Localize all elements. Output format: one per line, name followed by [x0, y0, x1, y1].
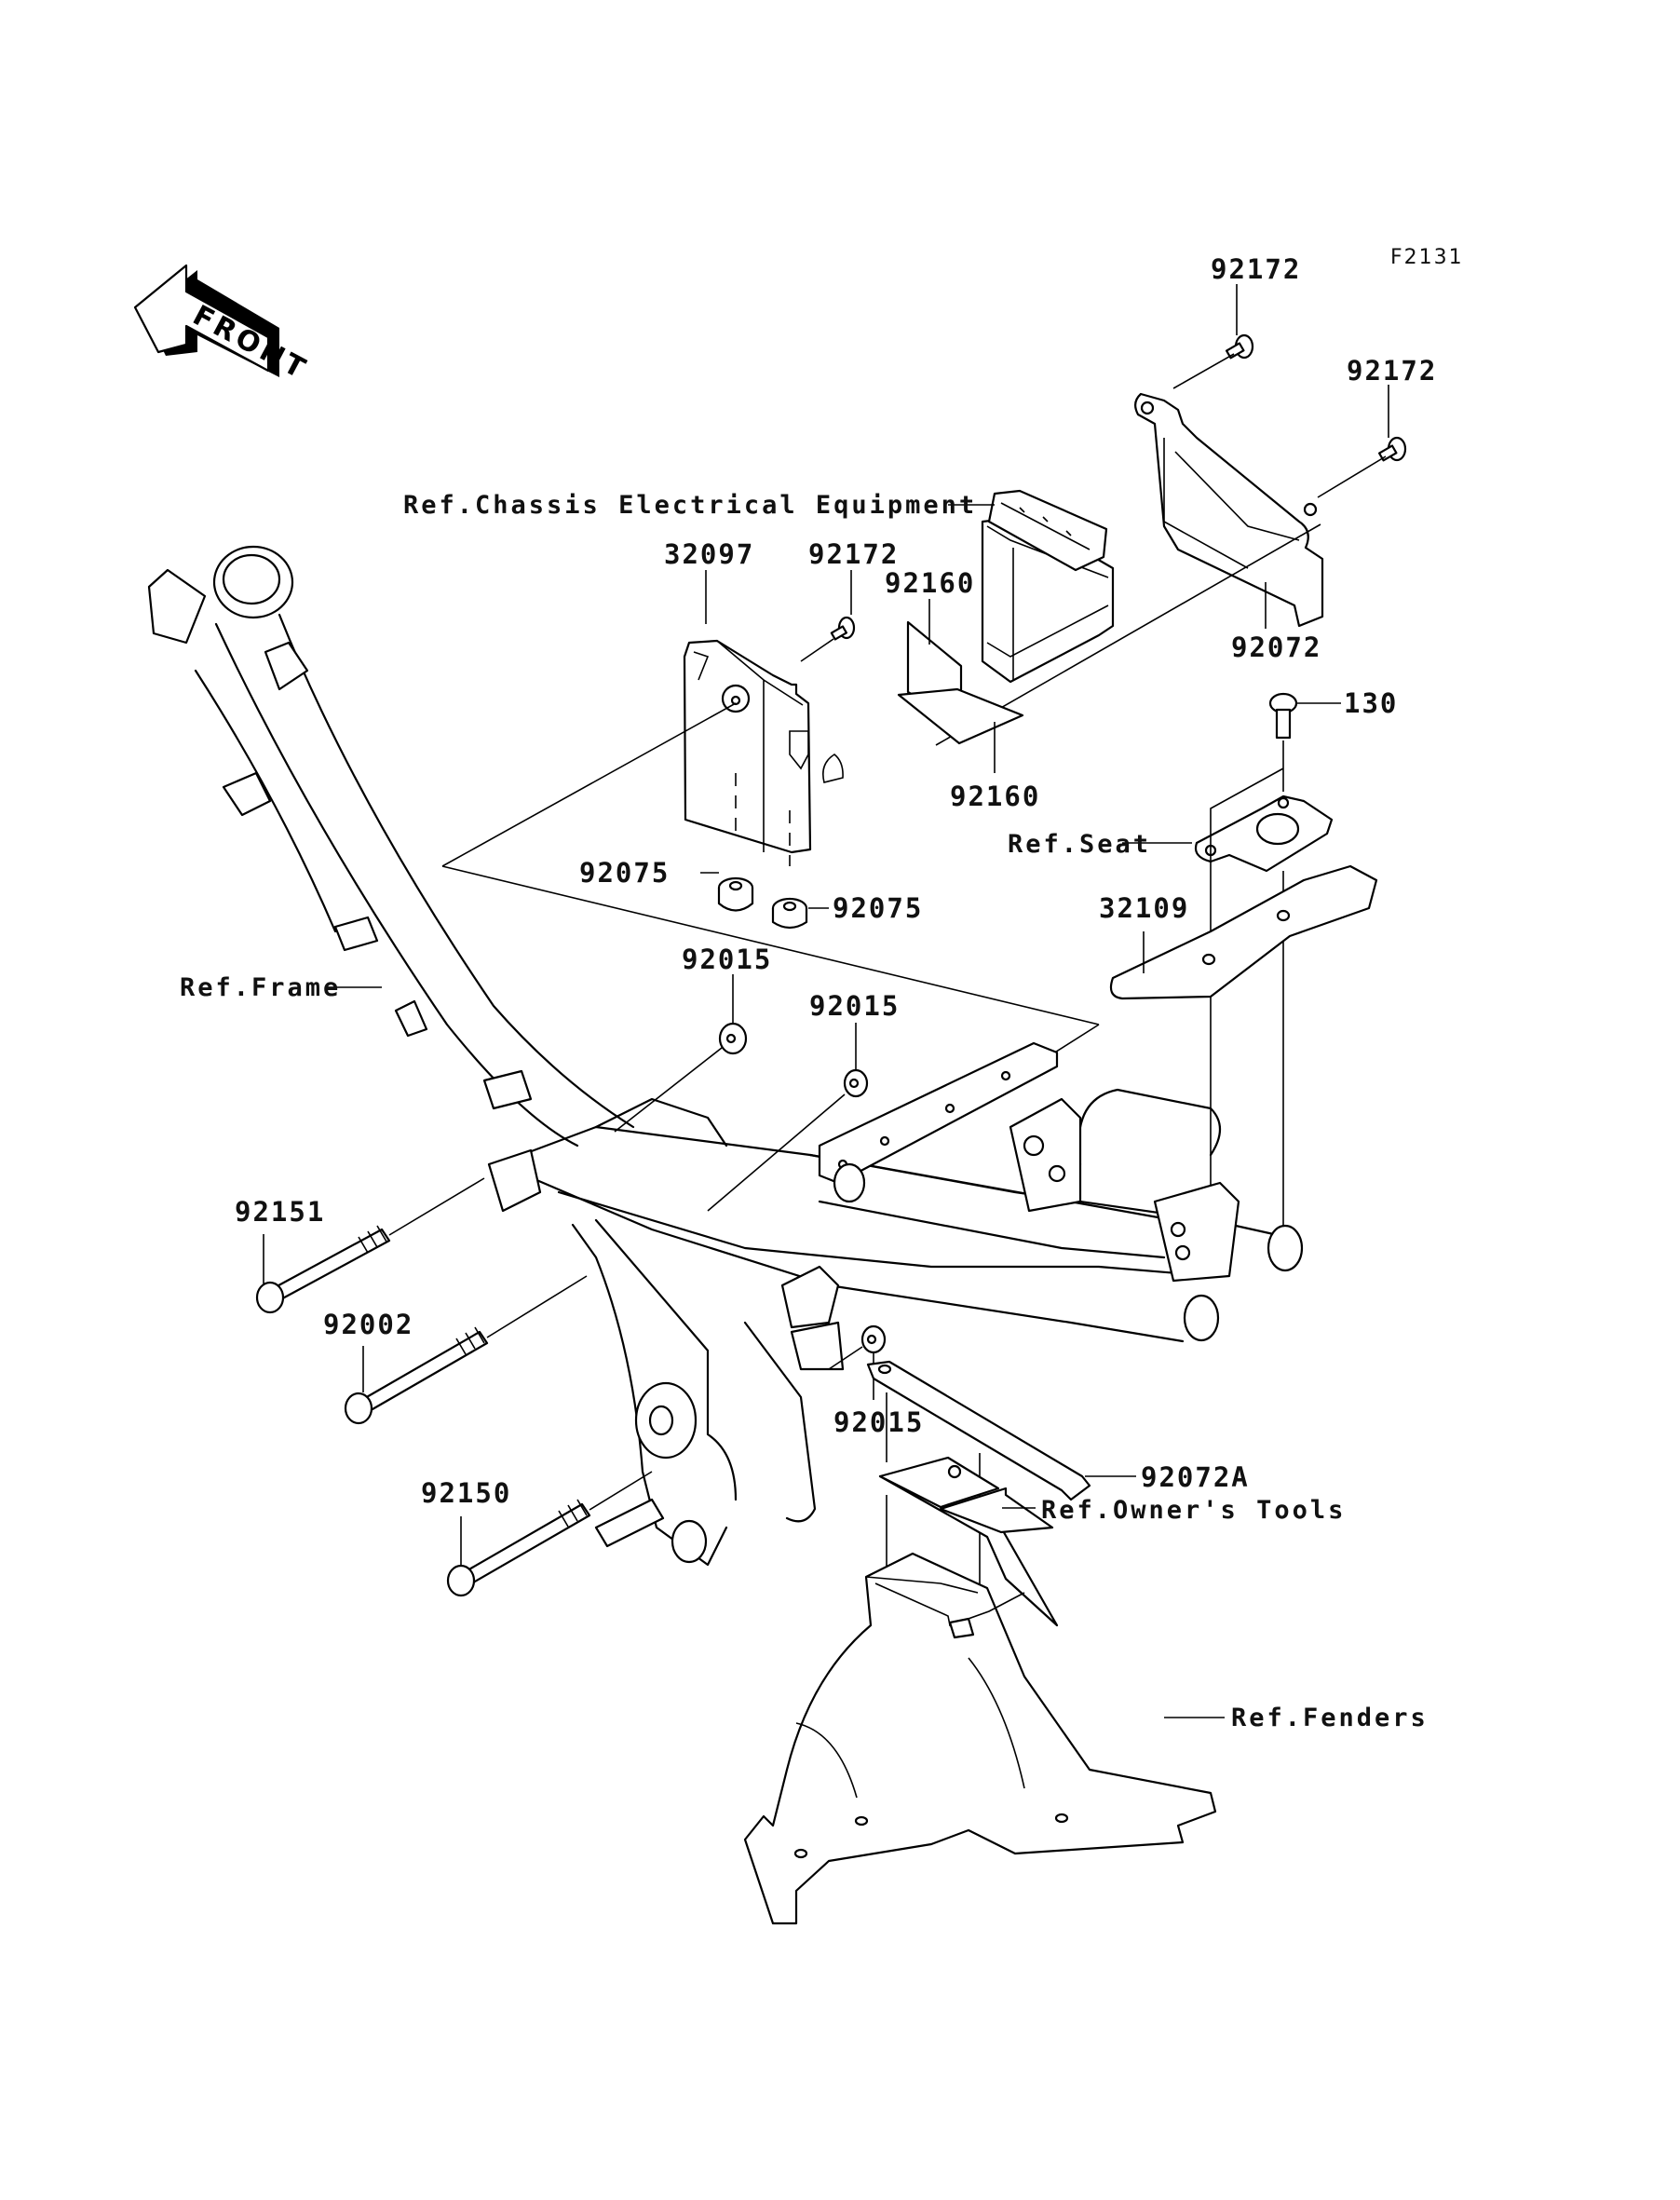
- rear-fender: [743, 1552, 1217, 1925]
- electrical-box-32097: [683, 639, 844, 866]
- seat-rail-cover-32109: [1109, 864, 1378, 1000]
- bolt-130: [1268, 692, 1298, 740]
- screw-92172-top: [1225, 333, 1254, 360]
- part-label-92075-left: 92075: [579, 857, 670, 889]
- part-label-32109: 32109: [1099, 892, 1189, 924]
- figure-code: F2131: [1390, 246, 1464, 269]
- bolt-92151: [255, 1225, 391, 1314]
- tool-strap-92072A: [866, 1360, 1091, 1501]
- ref-seat: Ref.Seat: [1008, 830, 1151, 859]
- part-label-130: 130: [1344, 687, 1398, 719]
- battery-holder-bracket: [1134, 392, 1324, 628]
- part-label-92002: 92002: [323, 1309, 413, 1340]
- part-label-92151: 92151: [235, 1196, 325, 1228]
- grommet-92075-left: [717, 876, 754, 912]
- part-label-92160-bottom: 92160: [950, 781, 1040, 812]
- grommet-92075-right: [771, 897, 808, 930]
- part-label-92072: 92072: [1231, 631, 1321, 663]
- nut-92015-a: [718, 1022, 748, 1055]
- battery: [981, 489, 1115, 684]
- main-frame: [147, 545, 1304, 1567]
- screw-92172-right: [1377, 436, 1407, 462]
- owners-tools-kit: [878, 1456, 1059, 1627]
- part-label-92072A: 92072A: [1141, 1461, 1250, 1493]
- ref-chassis-electrical: Ref.Chassis Electrical Equipment: [403, 491, 977, 520]
- part-label-92160-top: 92160: [885, 567, 975, 599]
- part-label-92015-c: 92015: [833, 1406, 924, 1438]
- seat-bracket: [1194, 794, 1334, 873]
- bolt-92150: [446, 1499, 591, 1597]
- part-label-92172-box: 92172: [808, 538, 899, 570]
- part-label-92172-top: 92172: [1211, 253, 1301, 285]
- battery-pad-lower: [897, 687, 1024, 745]
- ref-frame: Ref.Frame: [180, 973, 341, 1002]
- part-label-92015-b: 92015: [809, 990, 900, 1022]
- screw-92172-box: [830, 616, 856, 641]
- part-label-92075-right: 92075: [833, 892, 923, 924]
- ref-owners-tools: Ref.Owner's Tools: [1041, 1496, 1346, 1525]
- part-label-32097: 32097: [664, 538, 754, 570]
- front-arrow-icon: FRONT: [133, 264, 314, 387]
- nut-92015-c: [860, 1324, 887, 1354]
- part-label-92150: 92150: [421, 1477, 511, 1509]
- part-label-92015-a: 92015: [682, 944, 772, 975]
- nut-92015-b: [843, 1068, 869, 1098]
- ref-fenders: Ref.Fenders: [1231, 1704, 1429, 1732]
- bolt-92002: [344, 1326, 489, 1425]
- part-label-92172-right: 92172: [1347, 355, 1437, 387]
